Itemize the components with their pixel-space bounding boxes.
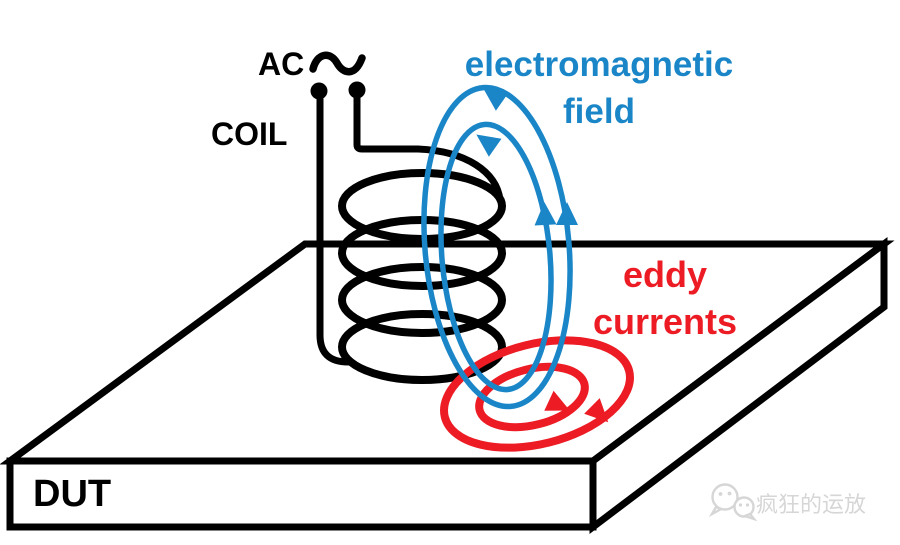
electromagnetic-field-loops	[421, 84, 578, 410]
field-arrow-top-outer	[483, 88, 509, 111]
dut-label: DUT	[33, 473, 112, 515]
electromagnetic-field-label: electromagnetic field	[430, 41, 768, 135]
ac-source-label: AC	[258, 46, 305, 82]
eddy-currents-label: eddy currents	[560, 251, 770, 345]
eddy-loop-inner	[475, 362, 589, 432]
eddy-label-line2: currents	[592, 301, 738, 342]
dut-plate	[0, 237, 895, 535]
ac-terminal-left	[310, 82, 328, 100]
field-label-line1: electromagnetic	[464, 45, 734, 84]
field-arrow-mid-outer	[556, 202, 578, 225]
field-arrow-mid-inner	[534, 202, 557, 226]
coil-turn-4	[338, 310, 506, 384]
ac-sine-wave-icon	[309, 51, 366, 76]
coil-label: COIL	[211, 116, 288, 152]
eddy-current-loops	[440, 336, 634, 452]
field-label-line2: field	[563, 92, 635, 131]
coil-turn-3	[338, 263, 506, 337]
eddy-arrow-outer	[584, 398, 609, 423]
ac-terminal-right	[348, 81, 366, 99]
wechat-icon	[708, 483, 758, 522]
coil-right-wire	[353, 93, 504, 204]
coil-left-wire	[316, 95, 352, 366]
field-loop-inner	[438, 121, 554, 393]
plate-right-face	[589, 237, 888, 535]
eddy-label-line1: eddy	[622, 254, 708, 295]
eddy-arrow-inner	[544, 390, 570, 411]
eddy-loop-outer	[440, 336, 634, 452]
field-loop-outer	[421, 84, 573, 410]
field-arrow-top-inner	[476, 134, 502, 157]
watermark-text: 疯狂的运放	[756, 492, 867, 517]
